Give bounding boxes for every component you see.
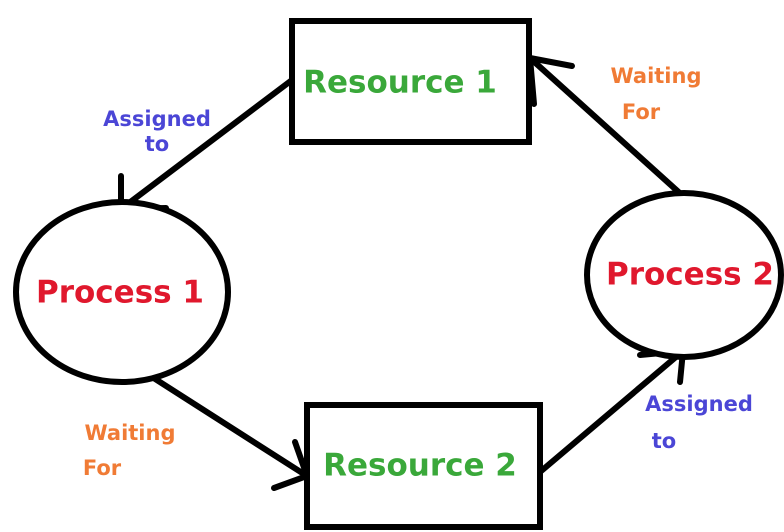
edge-label-line2: For	[83, 456, 122, 480]
edge-label-line2: to	[145, 132, 169, 156]
resource-2-label: Resource 2	[323, 448, 517, 484]
node-resource-2: Resource 2	[304, 402, 543, 530]
node-process-1: Process 1	[13, 199, 231, 385]
edge-label-waiting-for-bottom: Waiting For	[83, 421, 176, 480]
process-2-label: Process 2	[606, 257, 774, 293]
node-process-2: Process 2	[584, 190, 784, 360]
process-1-label: Process 1	[36, 275, 204, 311]
resource-1-label: Resource 1	[303, 65, 497, 101]
edge-line	[118, 77, 295, 212]
node-resource-1: Resource 1	[289, 18, 532, 145]
edge-line	[527, 55, 686, 199]
edge-label-line1: Waiting	[84, 421, 175, 445]
process-1-ellipse	[13, 199, 231, 385]
edge-label-line1: Assigned	[645, 392, 753, 416]
edge-label-line1: Assigned	[103, 107, 211, 131]
resource-1-box	[289, 18, 532, 145]
edge-label-line1: Waiting	[610, 64, 701, 88]
process-2-ellipse	[584, 190, 784, 360]
edge-label-line2: For	[622, 100, 661, 124]
edge-label-waiting-for-top: Waiting For	[610, 64, 701, 124]
edge-label-line2: to	[652, 429, 676, 453]
edge-label-assigned-to-top: Assigned to	[103, 107, 211, 156]
edge-line	[537, 348, 686, 475]
edge-label-assigned-to-bottom: Assigned to	[645, 392, 753, 453]
edge-line	[135, 365, 310, 479]
resource-2-box	[304, 402, 543, 530]
